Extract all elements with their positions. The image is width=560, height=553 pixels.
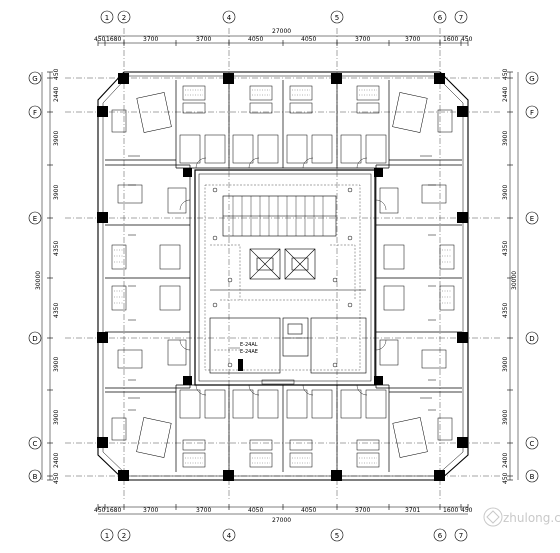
dim-top-seg: 3700 <box>355 36 370 43</box>
dim-left-seg: 3900 <box>53 185 60 200</box>
grid-label-top: 7 <box>459 14 463 22</box>
dim-right-seg: 4350 <box>502 303 509 318</box>
grid-bubbles-left <box>28 71 42 483</box>
grid-label-left: F <box>33 109 37 117</box>
dim-bottom-seg: 3700 <box>196 507 211 514</box>
dim-left-seg: 4350 <box>53 303 60 318</box>
grid-label-top: 5 <box>335 14 339 22</box>
room-tags <box>128 155 436 411</box>
grid-label-top: 2 <box>122 14 126 22</box>
dim-right-seg: 4350 <box>502 241 509 256</box>
dim-right-seg: 3900 <box>502 357 509 372</box>
dim-bottom-seg: 3700 <box>355 507 370 514</box>
dim-right-total: 30000 <box>511 271 518 290</box>
dim-right-seg: 2400 <box>502 453 509 468</box>
grid-bubbles-top <box>100 10 468 24</box>
dim-top-total: 27000 <box>272 28 291 35</box>
bed-hatch <box>114 89 452 464</box>
grid-label-bottom: 1 <box>105 532 109 540</box>
dim-left-seg: 4350 <box>53 241 60 256</box>
dim-bottom-seg: 450 <box>461 507 473 514</box>
dim-bottom-seg: 1680 <box>106 507 121 514</box>
grid-axes <box>65 28 500 500</box>
grid-label-right: E <box>530 215 534 223</box>
dim-left-seg: 450 <box>53 472 60 484</box>
grid-label-right: D <box>529 335 534 343</box>
grid-label-right: F <box>530 109 534 117</box>
dim-left-seg: 2400 <box>53 453 60 468</box>
grid-label-top: 4 <box>227 14 232 22</box>
room-furniture <box>111 85 455 468</box>
dim-left-seg: 3900 <box>53 357 60 372</box>
structural-columns <box>97 73 468 481</box>
central-core <box>194 169 376 386</box>
dim-bottom-seg: 4050 <box>248 507 263 514</box>
grid-label-bottom: 4 <box>227 532 232 540</box>
grid-bubbles-right <box>525 71 539 483</box>
circuit-label-emergency: E-24AE <box>240 349 258 355</box>
dimension-ticks <box>47 40 513 510</box>
grid-label-left: G <box>32 75 37 83</box>
dim-bottom-seg: 4050 <box>301 507 316 514</box>
dim-left-seg: 3900 <box>53 410 60 425</box>
grid-label-bottom: 2 <box>122 532 126 540</box>
dim-right-seg: 450 <box>502 68 509 80</box>
watermark-text: zhulong.com <box>503 511 560 525</box>
dim-top-seg: 450 <box>461 36 473 43</box>
grid-label-left: E <box>33 215 37 223</box>
grid-label-bottom: 7 <box>459 532 463 540</box>
light-fixtures <box>212 187 353 368</box>
grid-label-right: C <box>530 440 535 448</box>
dim-bottom-seg: 3700 <box>143 507 158 514</box>
dim-top-seg: 450 <box>94 36 106 43</box>
lighting-box <box>261 379 295 385</box>
dim-right-seg: 450 <box>502 472 509 484</box>
dim-left-total: 30000 <box>35 271 42 290</box>
dim-left-seg: 3900 <box>53 131 60 146</box>
grid-label-top: 6 <box>438 14 443 22</box>
door-swings <box>179 157 387 396</box>
dim-top-seg: 4050 <box>248 36 263 43</box>
watermark-logo-icon <box>483 507 503 527</box>
dim-top-seg: 4050 <box>301 36 316 43</box>
grid-label-left: D <box>32 335 37 343</box>
electrical-wiring <box>204 184 361 371</box>
dim-top-seg: 3700 <box>196 36 211 43</box>
dim-bottom-total: 27000 <box>272 517 291 524</box>
room-partitions <box>105 80 462 472</box>
distribution-panel <box>238 359 243 371</box>
elevator-shafts <box>249 248 316 280</box>
dim-bottom-seg: 450 <box>94 507 106 514</box>
dim-left-seg: 2440 <box>53 87 60 102</box>
dim-right-seg: 2440 <box>502 87 509 102</box>
dim-right-seg: 3900 <box>502 131 509 146</box>
grid-label-right: G <box>529 75 534 83</box>
grid-label-top: 1 <box>105 14 109 22</box>
grid-label-right: B <box>530 473 535 481</box>
dim-top-seg: 1680 <box>106 36 121 43</box>
core-service-rooms <box>209 289 367 374</box>
dim-top-seg: 3700 <box>405 36 420 43</box>
grid-label-bottom: 6 <box>438 532 443 540</box>
stair-treads <box>232 196 324 236</box>
dim-bottom-seg: 1600 <box>443 507 458 514</box>
dim-top-seg: 3700 <box>143 36 158 43</box>
dim-top-seg: 1600 <box>443 36 458 43</box>
dim-right-seg: 3900 <box>502 410 509 425</box>
grid-bubbles-bottom <box>100 528 468 542</box>
dim-bottom-seg: 3701 <box>405 507 420 514</box>
grid-label-left: C <box>33 440 38 448</box>
circuit-label-lighting: E-24AL <box>240 342 258 348</box>
dim-left-seg: 450 <box>53 68 60 80</box>
dim-right-seg: 3900 <box>502 185 509 200</box>
grid-label-bottom: 5 <box>335 532 339 540</box>
grid-label-left: B <box>33 473 38 481</box>
